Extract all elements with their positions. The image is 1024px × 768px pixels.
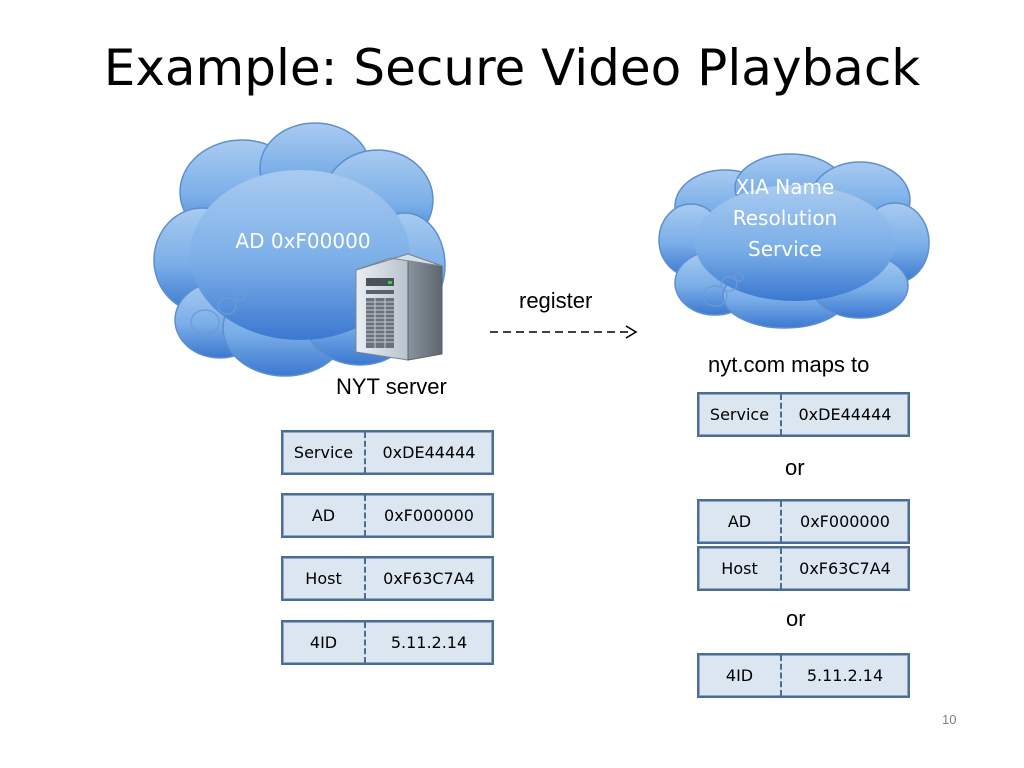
- xid-row: AD 0xF000000: [697, 499, 910, 544]
- xid-row: AD 0xF000000: [281, 493, 494, 538]
- xid-value: 5.11.2.14: [806, 666, 884, 685]
- xid-type: Host: [699, 548, 782, 589]
- xid-value: 0xF000000: [384, 506, 474, 525]
- xid-row: Host 0xF63C7A4: [281, 556, 494, 601]
- name-resolution-cloud: XIA Name Resolution Service: [655, 148, 935, 333]
- ad-cloud-label: AD 0xF00000: [235, 229, 371, 253]
- name-resolution-cloud-label: XIA Name Resolution Service: [732, 175, 838, 261]
- register-arrow: [490, 325, 638, 339]
- cloud-shape: [658, 153, 930, 329]
- xid-value: 0xF63C7A4: [383, 569, 475, 588]
- or-separator: or: [785, 455, 805, 480]
- xid-row: Service 0xDE44444: [281, 430, 494, 475]
- server-tower-icon: [350, 240, 455, 362]
- xid-value: 0xF63C7A4: [799, 559, 891, 578]
- xid-type: Service: [699, 394, 782, 435]
- mapping-title: nyt.com maps to: [708, 352, 870, 377]
- xid-type: 4ID: [699, 655, 782, 696]
- server-label: NYT server: [336, 374, 447, 399]
- xid-type: Host: [283, 558, 366, 599]
- xid-type: AD: [699, 501, 782, 542]
- slide-title: Example: Secure Video Playback: [103, 39, 921, 97]
- xid-type: 4ID: [283, 622, 366, 663]
- xid-type: AD: [283, 495, 366, 536]
- xid-row: Service 0xDE44444: [697, 392, 910, 437]
- xid-value: 0xDE44444: [382, 443, 476, 462]
- xid-value: 0xF000000: [800, 512, 890, 531]
- xid-row: 4ID 5.11.2.14: [697, 653, 910, 698]
- page-number: 10: [942, 712, 957, 727]
- xid-value: 0xDE44444: [798, 405, 892, 424]
- xid-type: Service: [283, 432, 366, 473]
- xid-row: Host 0xF63C7A4: [697, 546, 910, 591]
- xid-value: 5.11.2.14: [390, 633, 468, 652]
- xid-row: 4ID 5.11.2.14: [281, 620, 494, 665]
- or-separator: or: [786, 606, 806, 631]
- register-label: register: [519, 288, 593, 313]
